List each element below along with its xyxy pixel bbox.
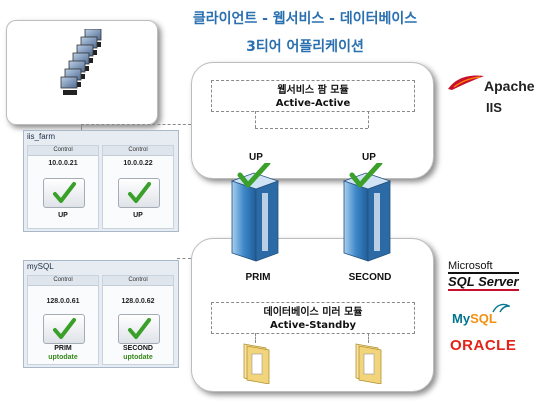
diagram-title-line2: 3티어 어플리케이션 bbox=[246, 39, 364, 55]
node-control-header[interactable]: Control bbox=[103, 276, 173, 286]
mysql-node-2: Control 128.0.0.62 SECOND uptodate bbox=[102, 275, 174, 365]
node-control-header[interactable]: Control bbox=[103, 146, 173, 156]
iis-node-2: Control 10.0.0.22 UP bbox=[102, 145, 174, 229]
db-secondary-label: SECOND bbox=[348, 272, 392, 283]
node-state-label: UP bbox=[133, 212, 143, 219]
client-connector-down bbox=[81, 124, 82, 130]
db-module-link-right bbox=[368, 333, 369, 343]
mysql-node-1: Control 128.0.0.61 PRIM uptodate bbox=[27, 275, 99, 365]
node-control-header[interactable]: Control bbox=[28, 146, 98, 156]
node-control-header[interactable]: Control bbox=[28, 276, 98, 286]
check-icon bbox=[53, 318, 76, 339]
client-computers-icon bbox=[60, 29, 102, 95]
database-folder-right-icon bbox=[355, 343, 382, 384]
sql-server-logo-top: Microsoft bbox=[448, 260, 493, 272]
mysql-logo-my: My bbox=[452, 311, 471, 326]
web-module-link-right bbox=[368, 111, 369, 128]
database-folder-left-icon bbox=[243, 343, 270, 384]
node-status-tile bbox=[118, 178, 160, 208]
sql-server-logo-bottom: SQL Server bbox=[448, 272, 519, 291]
db-module-link-left bbox=[255, 333, 256, 343]
check-icon bbox=[53, 182, 76, 203]
web-right-server-label: UP bbox=[362, 152, 376, 163]
client-group-box bbox=[6, 20, 158, 125]
client-web-connector bbox=[81, 124, 191, 125]
server-rack-left-icon bbox=[230, 163, 280, 262]
node-ip: 10.0.0.22 bbox=[123, 160, 153, 167]
web-module-title: 웹서비스 팜 모듈 bbox=[277, 85, 349, 96]
mysql-dolphin-icon bbox=[492, 303, 510, 313]
sql-server-logo: Microsoft SQL Server bbox=[447, 260, 542, 291]
mysql-db-connector bbox=[177, 258, 191, 259]
db-module-title: 데이터베이스 미러 모듈 bbox=[263, 307, 363, 318]
web-farm-module: 웹서비스 팜 모듈 Active-Active bbox=[211, 80, 415, 112]
node-state-label: UP bbox=[58, 212, 68, 219]
web-module-mode: Active-Active bbox=[275, 98, 351, 109]
check-icon bbox=[128, 318, 151, 339]
db-mirror-module: 데이터베이스 미러 모듈 Active-Standby bbox=[211, 302, 415, 334]
iis-logo-text: IIS bbox=[486, 100, 502, 115]
db-primary-label: PRIM bbox=[245, 272, 271, 283]
iis-farm-title: iis_farm bbox=[27, 132, 56, 141]
node-sync-status: uptodate bbox=[123, 354, 153, 361]
iis-farm-panel: iis_farm Control 10.0.0.21 UP Control 10… bbox=[23, 130, 179, 232]
node-status-tile bbox=[43, 314, 85, 344]
web-left-server-label: UP bbox=[249, 152, 263, 163]
mysql-panel: mySQL Control 128.0.0.61 PRIM uptodate C… bbox=[23, 260, 179, 368]
mysql-logo: MySQL bbox=[452, 303, 512, 330]
diagram-title-line1: 클라이언트 - 웹서비스 - 데이터베이스 bbox=[192, 11, 418, 27]
apache-feather-icon bbox=[448, 75, 484, 90]
apache-logo-text: Apache bbox=[484, 78, 535, 94]
node-role-label: SECOND bbox=[123, 345, 153, 352]
node-ip: 128.0.0.62 bbox=[121, 298, 155, 305]
iis-node-1: Control 10.0.0.21 UP bbox=[27, 145, 99, 229]
node-status-tile bbox=[118, 314, 160, 344]
db-module-mode: Active-Standby bbox=[269, 320, 356, 331]
web-module-link-left bbox=[255, 111, 256, 128]
node-ip: 128.0.0.61 bbox=[46, 298, 80, 305]
check-icon bbox=[128, 182, 151, 203]
server-rack-right-icon bbox=[342, 163, 392, 262]
node-sync-status: uptodate bbox=[48, 354, 78, 361]
node-ip: 10.0.0.21 bbox=[48, 160, 78, 167]
node-role-label: PRIM bbox=[54, 345, 72, 352]
mysql-panel-title: mySQL bbox=[27, 262, 54, 271]
node-status-tile bbox=[43, 178, 85, 208]
web-module-link-bar bbox=[255, 128, 368, 129]
mysql-logo-sql: SQL bbox=[470, 311, 497, 326]
oracle-logo-text: ORACLE bbox=[450, 337, 517, 354]
